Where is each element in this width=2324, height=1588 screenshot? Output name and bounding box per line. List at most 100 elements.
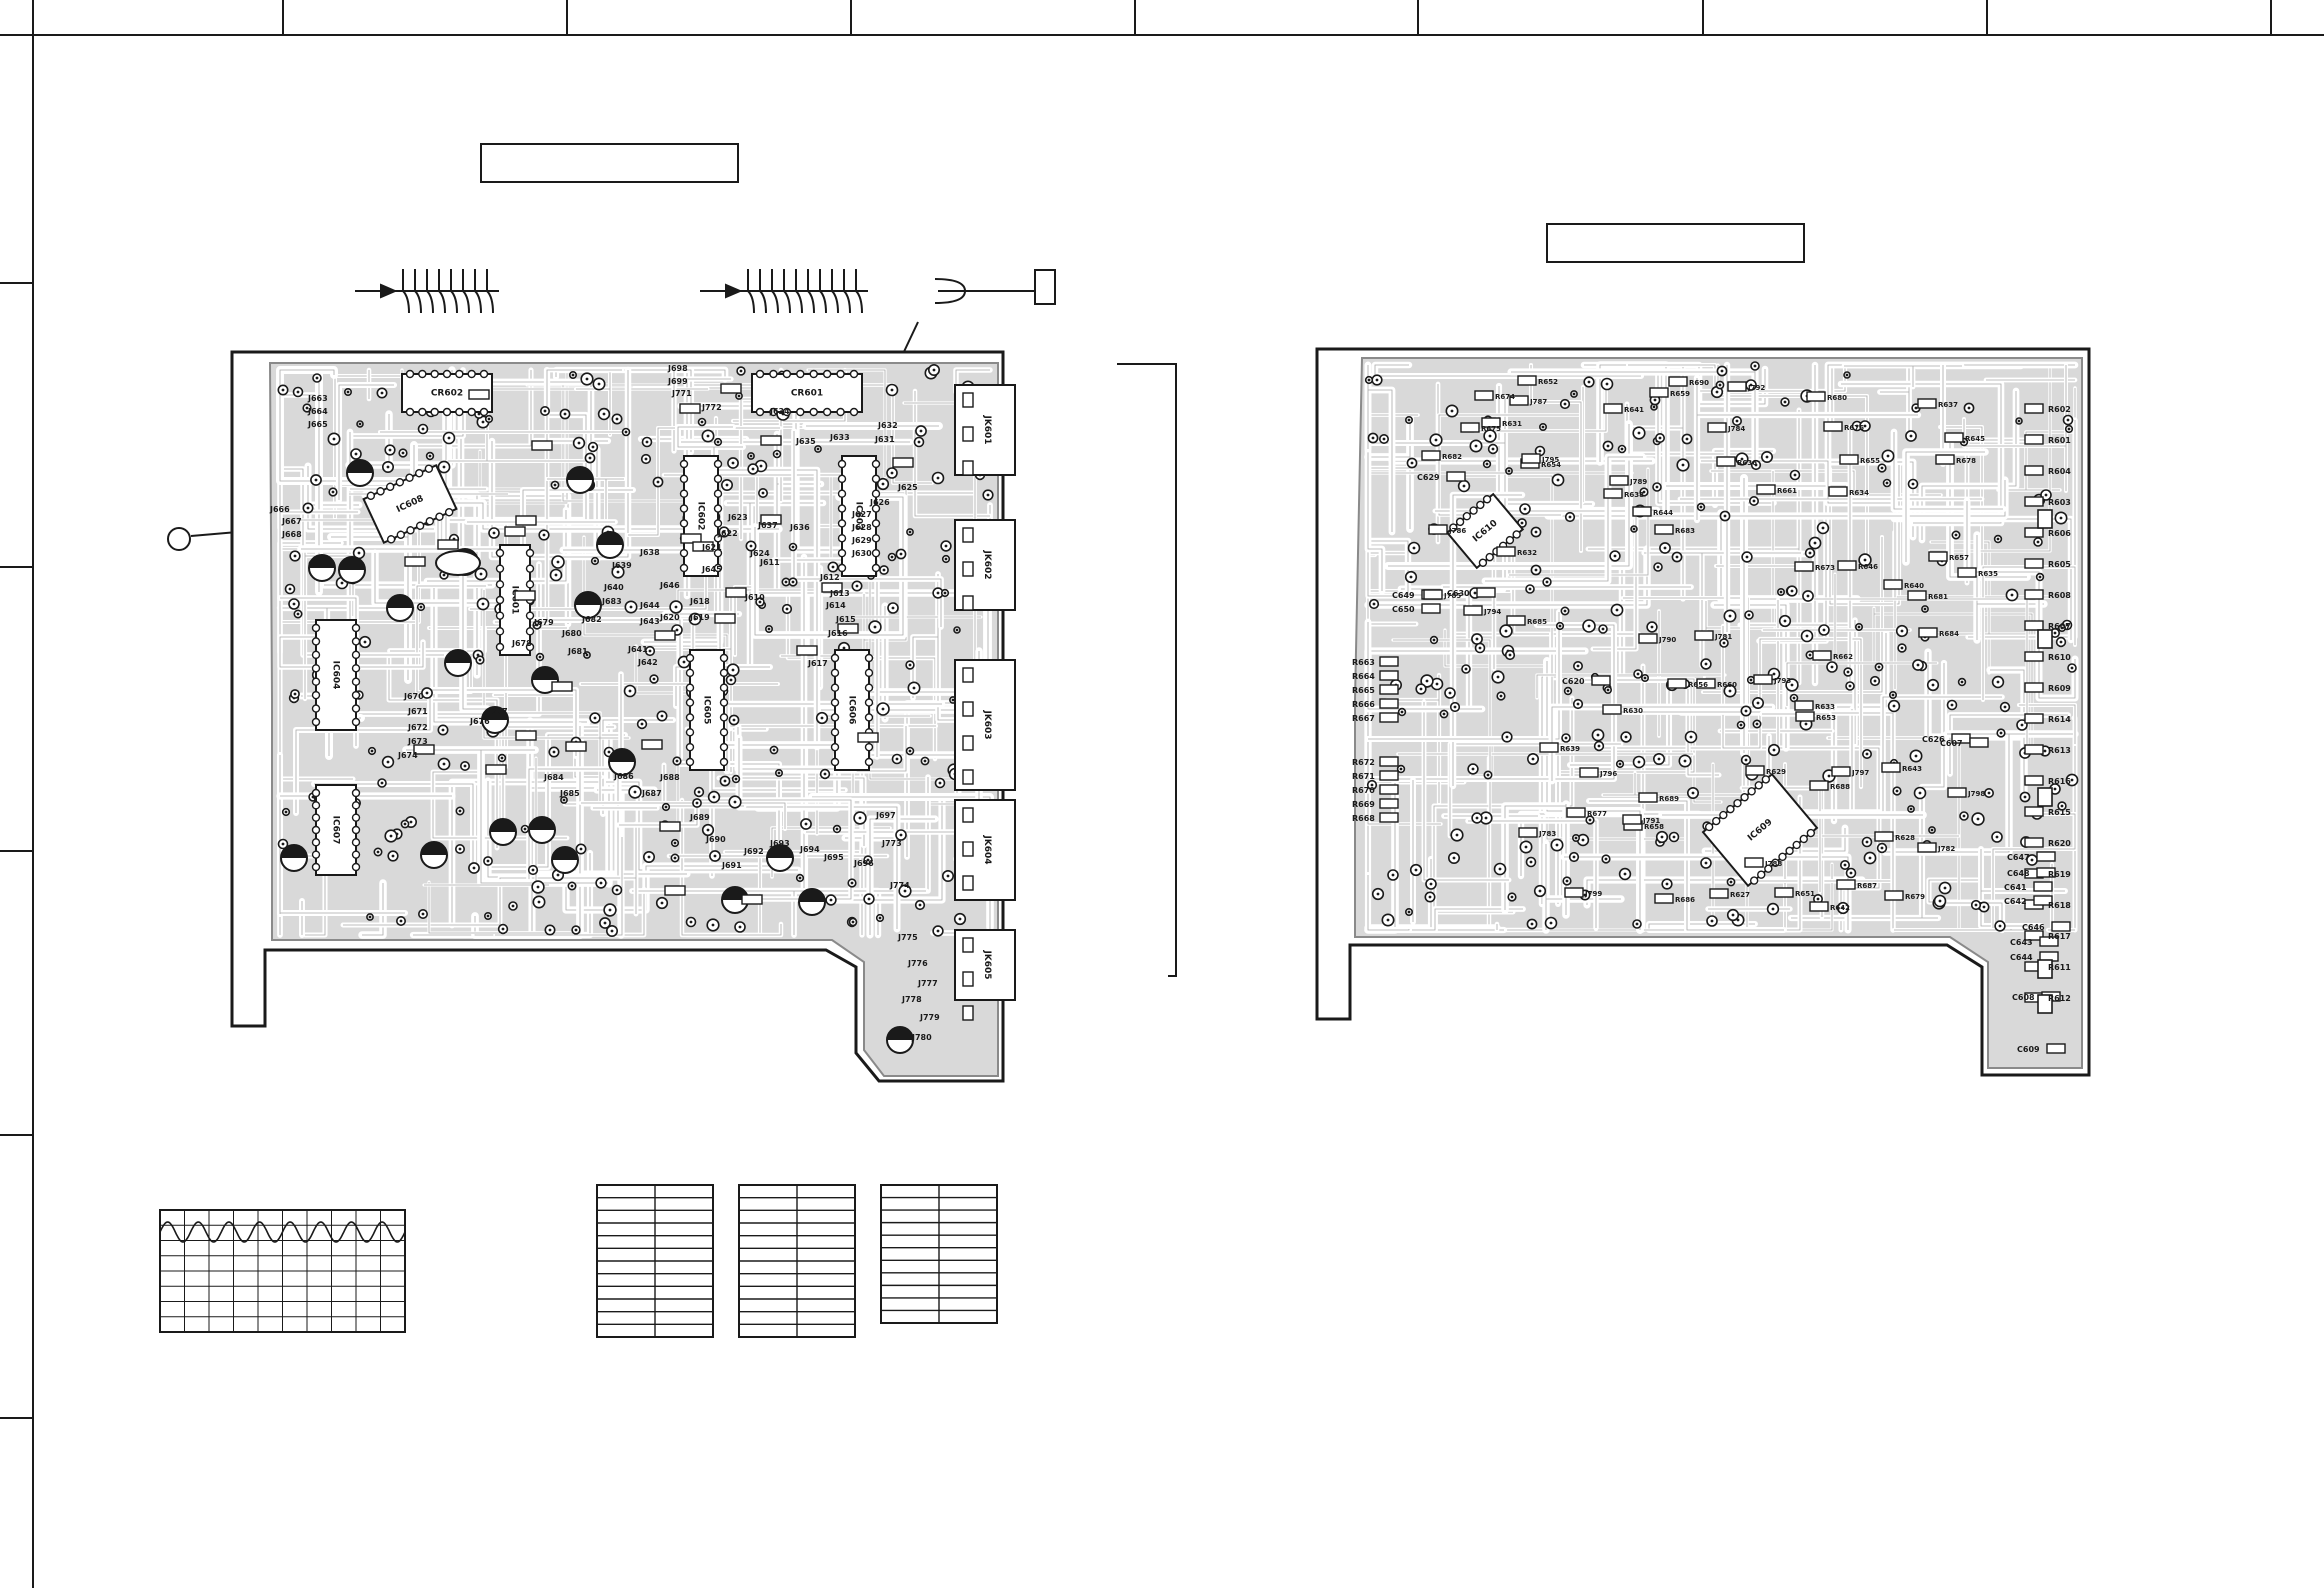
part-label: R635 (1978, 570, 1998, 578)
ic-pin (1469, 506, 1478, 515)
ic-pin (782, 369, 792, 379)
drill-hole (1710, 919, 1714, 923)
drill-hole (1891, 693, 1895, 697)
ic-pin (769, 369, 778, 379)
drill-hole (442, 573, 446, 577)
capacitor-label: C647 (2007, 853, 2030, 862)
jack-terminal (962, 971, 974, 987)
jumper-label: J618 (689, 597, 710, 606)
ic-pin (351, 850, 361, 859)
scope-sine-trace (159, 1221, 406, 1243)
drill-hole (713, 854, 717, 858)
drill-hole (695, 801, 699, 805)
ic-pin (351, 862, 361, 872)
trace-edge (1927, 652, 2025, 797)
drill-hole (1916, 663, 1920, 667)
capacitor-label: C649 (1392, 591, 1415, 600)
drill-hole (577, 441, 581, 445)
smd-resistor (2024, 589, 2044, 600)
drill-hole (486, 859, 490, 863)
ic-pin (864, 668, 874, 678)
drill-hole (1658, 436, 1662, 440)
trace-edge (912, 574, 990, 721)
drill-hole (656, 480, 660, 484)
drill-hole (711, 923, 715, 927)
smd-part (1509, 395, 1529, 406)
ic-package: IC605 (685, 649, 729, 771)
drill-hole (1568, 515, 1572, 519)
drill-hole (296, 390, 300, 394)
ic-pin (864, 653, 874, 663)
drill-hole (523, 827, 527, 831)
drill-hole (1830, 665, 1834, 669)
jumper-label: J634 (769, 407, 790, 416)
capacitor-label: C643 (2010, 938, 2033, 947)
part-label: J797 (1851, 769, 1869, 777)
ic-pin (385, 482, 395, 491)
ic-pin (679, 474, 689, 484)
drill-hole (1541, 425, 1545, 429)
drill-hole (1772, 672, 1776, 676)
ic-pin (455, 369, 464, 379)
smd-resistor (1379, 712, 1399, 723)
smd-part (1806, 391, 1826, 402)
capacitor-polarity-mark (552, 847, 578, 860)
smd-part (1839, 454, 1859, 465)
drill-hole (751, 467, 755, 471)
ic-pin (1792, 840, 1801, 850)
drill-hole (882, 568, 886, 572)
drill-hole (2017, 419, 2021, 423)
drill-hole (866, 858, 870, 862)
drill-hole (1555, 843, 1559, 847)
drill-hole (1510, 895, 1514, 899)
drill-hole (804, 822, 808, 826)
ic-pin (435, 512, 444, 521)
ic-pin (782, 407, 792, 417)
jack-label: JK602 (982, 549, 992, 579)
ic-pin (351, 623, 361, 633)
drill-hole (1685, 437, 1689, 441)
drill-hole (1728, 689, 1732, 693)
drill-hole (1722, 641, 1726, 645)
ic-pin (1704, 822, 1714, 832)
capacitor-polarity-mark (767, 845, 793, 858)
trace-edge (1589, 800, 1784, 931)
jumper-label: J645 (701, 565, 722, 574)
jumper-label: J684 (543, 773, 564, 782)
smd-part (1609, 475, 1629, 486)
drill-hole (1576, 702, 1580, 706)
ic-label: CR602 (431, 389, 463, 399)
ic-pin (871, 459, 881, 469)
trace-edge (338, 384, 394, 500)
jumper-label: J631 (874, 435, 895, 444)
drill-hole (1704, 861, 1708, 865)
part-label: R678 (1956, 457, 1976, 465)
trace-edge (1452, 494, 1522, 786)
drill-hole (1827, 774, 1831, 778)
drill-hole (791, 580, 795, 584)
smd-part (1428, 524, 1448, 535)
part-label: R652 (1538, 378, 1558, 386)
drill-hole (1754, 463, 1758, 467)
part-label: J786 (1448, 527, 1466, 535)
smd-part (1947, 787, 1967, 798)
drill-hole (585, 653, 589, 657)
drill-hole (1488, 434, 1492, 438)
trace-edge (404, 502, 779, 530)
ic-pin (1771, 858, 1780, 867)
smd-part (1907, 590, 1927, 601)
drill-hole (441, 728, 445, 732)
part-label: R641 (1624, 406, 1644, 414)
drill-hole (1371, 436, 1375, 440)
ic-pin (685, 698, 695, 707)
drill-hole (1999, 731, 2003, 735)
drill-hole (332, 437, 336, 441)
jumper-label: J674 (397, 751, 418, 760)
drill-hole (1524, 845, 1528, 849)
smd-resistor (468, 389, 490, 400)
drill-hole (487, 417, 491, 421)
drill-hole (1400, 710, 1404, 714)
drill-hole (739, 369, 743, 373)
mounting-slot (2037, 629, 2053, 649)
smd-resistor (641, 739, 663, 750)
